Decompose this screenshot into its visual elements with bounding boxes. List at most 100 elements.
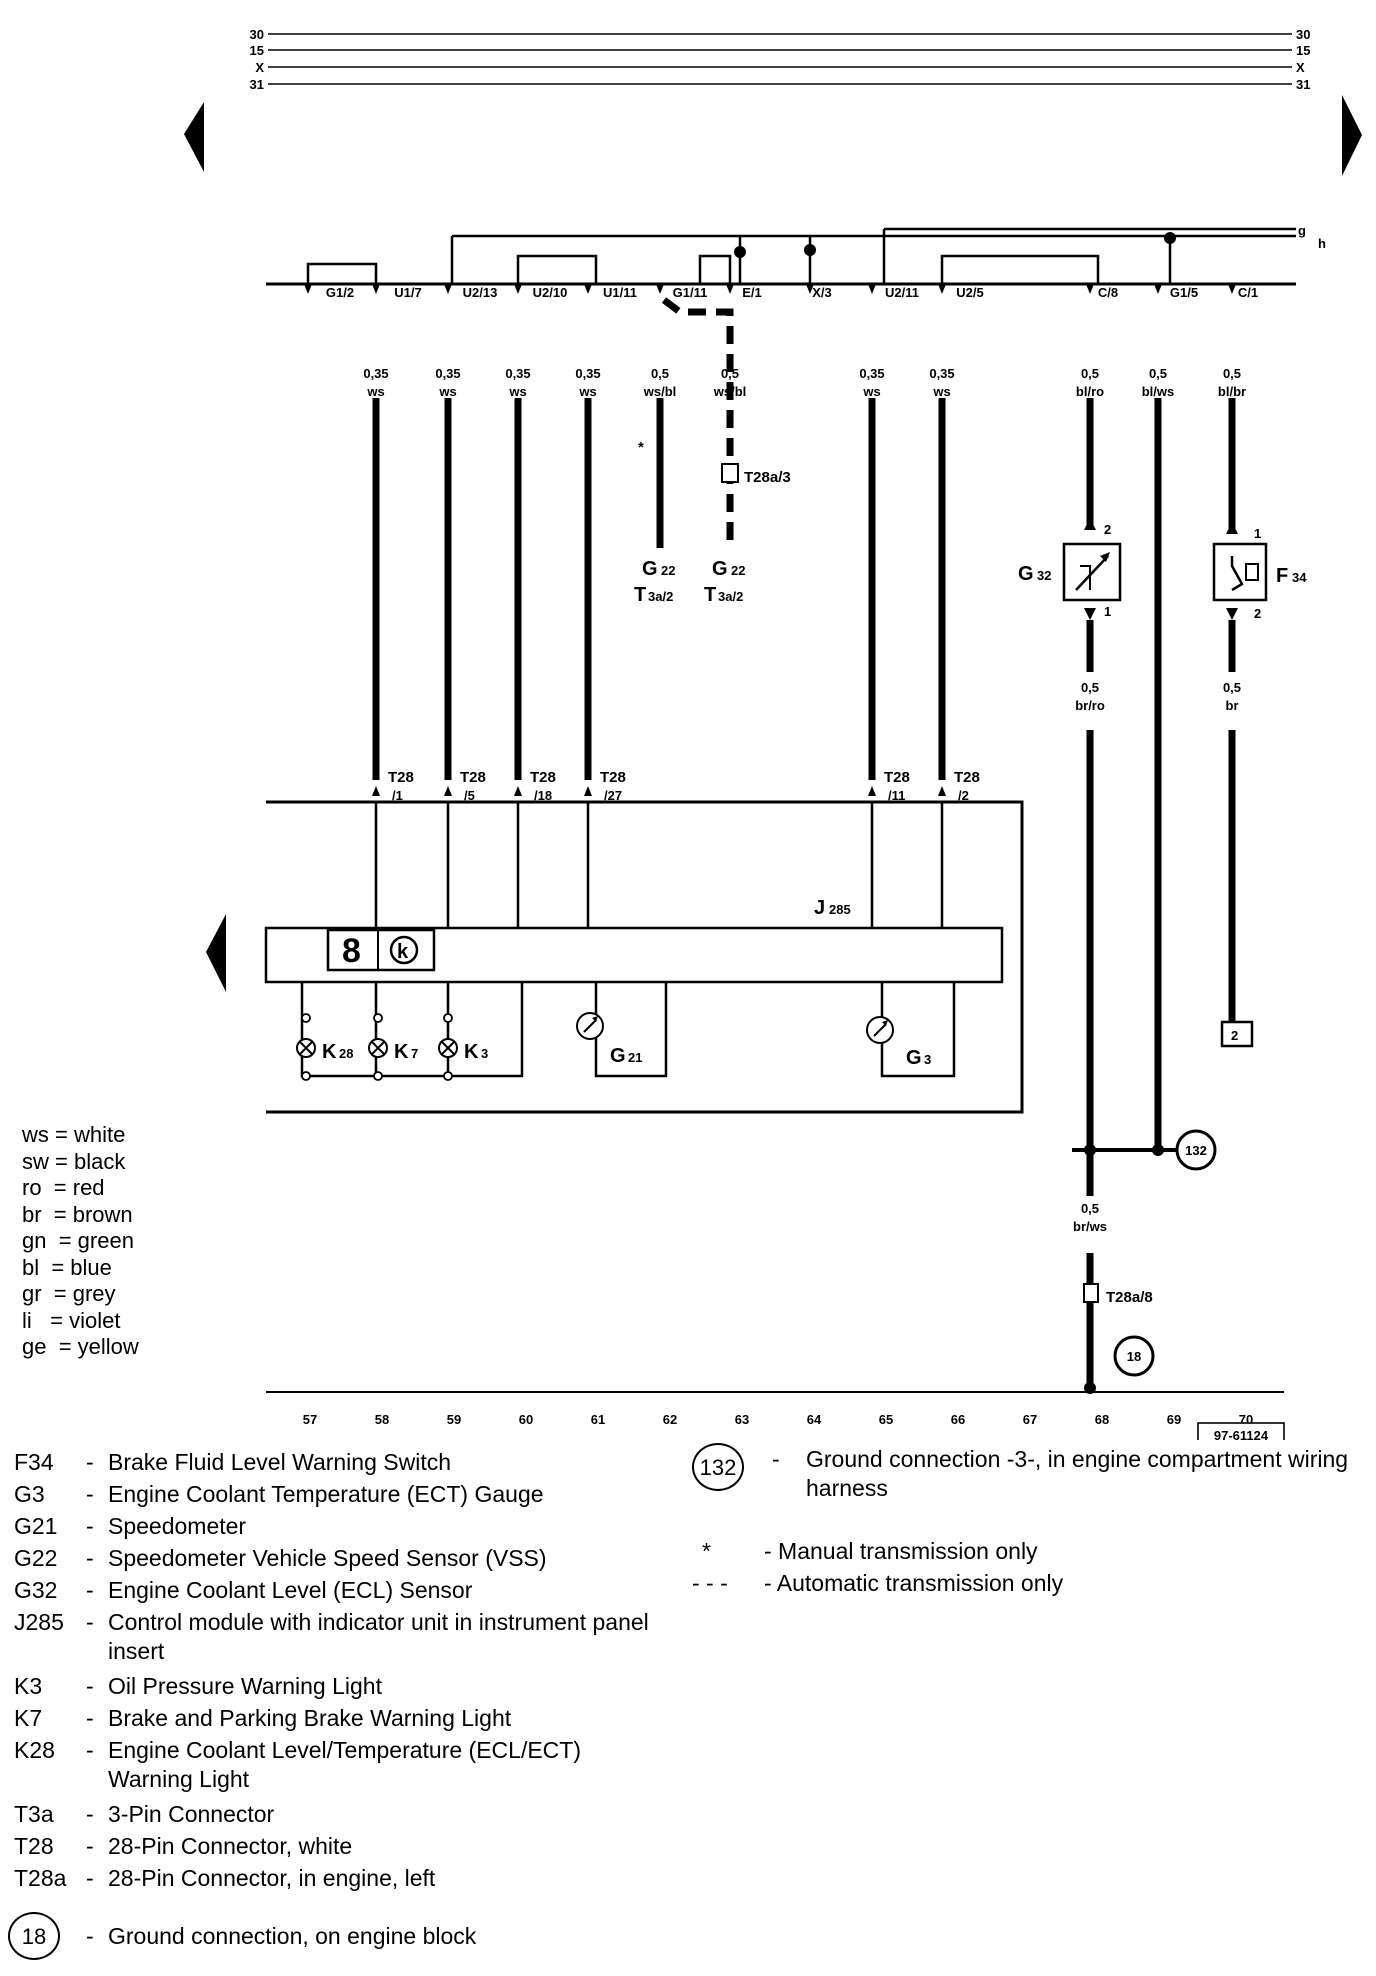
color-key: ws = white sw = black ro = red br = brow… <box>22 1122 139 1361</box>
wire-color: bl/br <box>1218 384 1246 399</box>
legend-desc: Brake Fluid Level Warning Switch <box>108 1449 452 1475</box>
notes-legend: 132 - Ground connection -3-, in engine c… <box>692 1443 1372 1601</box>
legend-desc: Ground connection, on engine block <box>108 1923 477 1949</box>
indicator-display: 8 k <box>326 928 436 972</box>
legend-dash: - <box>86 1833 94 1859</box>
connector-t28a3: T28a/3 <box>744 469 791 486</box>
manual-only-star: * <box>638 439 644 456</box>
track-number: 66 <box>951 1412 965 1427</box>
legend-item-ground-132: 132 - Ground connection -3-, in engine c… <box>692 1443 1372 1537</box>
legend-code: K7 <box>14 1705 43 1731</box>
svg-text:28: 28 <box>339 1046 353 1061</box>
t28-label: T28 <box>460 769 486 786</box>
wire-gauge: 0,5 <box>721 366 739 381</box>
track-number: 61 <box>591 1412 605 1427</box>
legend-dash: - <box>86 1705 94 1731</box>
svg-text:1: 1 <box>1254 526 1261 541</box>
gauge-g3-needle-icon <box>882 1020 888 1026</box>
svg-text:30: 30 <box>1296 27 1310 42</box>
gauge-labels: G 21 G 3 <box>610 1045 931 1069</box>
legend-item: G3-Engine Coolant Temperature (ECT) Gaug… <box>14 1480 684 1512</box>
legend-code: G3 <box>14 1481 45 1507</box>
svg-text:K: K <box>322 1041 337 1063</box>
wire-gauge: 0,5 <box>1149 366 1167 381</box>
legend-code: F34 <box>14 1449 54 1475</box>
svg-text:k: k <box>397 941 409 963</box>
track-number: 59 <box>447 1412 461 1427</box>
ground-18-legend-icon: 18 <box>8 1912 60 1960</box>
t28-pin: /1 <box>392 788 403 803</box>
wire-gauge: 0,5 <box>1223 680 1241 695</box>
svg-text:g: g <box>1298 223 1306 238</box>
wire-gauge: 0,5 <box>1081 1201 1099 1216</box>
legend-dash: - <box>86 1609 94 1635</box>
j285-sub: 285 <box>829 902 851 917</box>
ground-132-legend-icon: 132 <box>692 1443 744 1491</box>
t28-pin: /18 <box>534 788 552 803</box>
wire-color: br/ro <box>1075 698 1105 713</box>
color-key-row: ge = yellow <box>22 1334 139 1359</box>
t28-label: T28 <box>530 769 556 786</box>
pin-label: U2/11 <box>885 285 919 300</box>
color-key-row: gr = grey <box>22 1281 116 1306</box>
legend-item: G21-Speedometer <box>14 1512 684 1544</box>
ground-18-icon <box>1113 1335 1155 1377</box>
wire-color: ws <box>862 384 880 399</box>
track-number: 68 <box>1095 1412 1109 1427</box>
track-number: 60 <box>519 1412 533 1427</box>
t28-label: T28 <box>954 769 980 786</box>
track-number: 62 <box>663 1412 677 1427</box>
legend-dash: - <box>86 1577 94 1603</box>
legend-desc: Oil Pressure Warning Light <box>108 1673 382 1699</box>
next-page-arrow-icon[interactable] <box>1342 95 1362 176</box>
t28-pin: /27 <box>604 788 622 803</box>
legend-code: G32 <box>14 1577 58 1603</box>
lamp-labels: K 28 K 7 K 3 <box>322 1041 488 1063</box>
wire-gauge: 0,35 <box>363 366 388 381</box>
svg-text:34: 34 <box>1292 570 1307 585</box>
wire-gauge: 0,5 <box>1223 366 1241 381</box>
prev-page-arrow-icon[interactable] <box>184 102 204 172</box>
legend-code: G22 <box>14 1545 58 1571</box>
color-key-row: bl = blue <box>22 1254 112 1280</box>
color-key-row: li = violet <box>22 1307 121 1333</box>
t28-pin: /11 <box>888 788 905 803</box>
t28-connector-arrows <box>372 786 946 796</box>
wire-color: br <box>1226 698 1239 713</box>
svg-text:G: G <box>642 558 658 580</box>
wire-color: ws/bl <box>643 384 677 399</box>
ground-132-label: 132 <box>1185 1143 1207 1158</box>
legend-desc: 28-Pin Connector, white <box>108 1833 353 1859</box>
warning-lamps <box>296 1038 458 1058</box>
pin-label: U1/7 <box>394 285 421 300</box>
side-labels: g h <box>1298 223 1326 251</box>
legend-dash: - <box>86 1449 94 1475</box>
track-number: 65 <box>879 1412 893 1427</box>
pin-label: U1/11 <box>603 285 637 300</box>
svg-text:2: 2 <box>1104 522 1111 537</box>
connector-icon <box>721 463 739 483</box>
legend-dash: - <box>86 1513 94 1539</box>
svg-text:22: 22 <box>661 563 675 578</box>
svg-text:G: G <box>712 558 728 580</box>
legend-item: T28-28-Pin Connector, white <box>14 1832 684 1864</box>
legend-dash: - <box>86 1481 94 1507</box>
color-key-row: ws = white <box>22 1122 126 1147</box>
legend-desc: Engine Coolant Level (ECL) Sensor <box>108 1577 473 1603</box>
color-key-row: br = brown <box>22 1201 133 1227</box>
pin-label: G1/2 <box>326 285 354 300</box>
diagram-code: 97-61124 <box>1214 1428 1269 1440</box>
legend-item: J285-Control module with indicator unit … <box>14 1608 684 1664</box>
track-number: 63 <box>735 1412 749 1427</box>
svg-text:3a/2: 3a/2 <box>718 589 743 604</box>
legend-item: K3-Oil Pressure Warning Light <box>14 1672 684 1704</box>
svg-text:21: 21 <box>628 1050 642 1065</box>
svg-text:8: 8 <box>342 932 361 970</box>
harness-lines <box>266 227 1296 286</box>
legend-dash: - <box>86 1865 94 1891</box>
switch-f34: 1 2 F 34 <box>1212 522 1307 621</box>
color-key-row: sw = black <box>22 1148 126 1174</box>
svg-text:30: 30 <box>250 27 264 42</box>
wires <box>372 398 1236 1386</box>
